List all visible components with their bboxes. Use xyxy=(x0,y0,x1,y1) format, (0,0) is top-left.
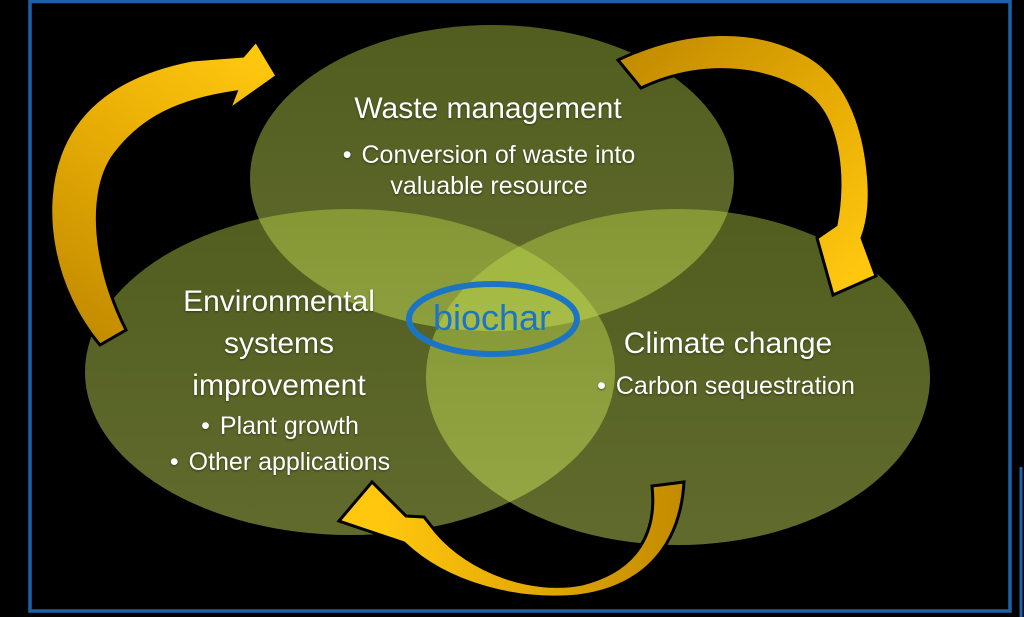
bullet-dot: • xyxy=(201,412,210,440)
waste-management-title: Waste management xyxy=(354,92,622,125)
biochar-ring xyxy=(406,281,580,357)
biochar-label: biochar xyxy=(432,297,552,338)
cycle-arrow-top-left xyxy=(49,38,280,347)
other-applications-bullet: • Other applications xyxy=(130,444,430,480)
bullet-dot: • xyxy=(597,372,606,400)
waste-management-bullet: • Conversion of waste into valuable resou… xyxy=(321,140,657,202)
environmental-systems-title: Environmental systems improvement xyxy=(183,285,375,402)
bullet-dot: • xyxy=(169,448,179,476)
plant-growth-bullet-text: Plant growth xyxy=(219,412,359,440)
plant-growth-bullet: • Plant growth xyxy=(130,408,430,444)
cycle-arrow-bottom xyxy=(336,479,686,599)
bullet-dot: • xyxy=(342,141,352,169)
other-applications-bullet-text: Other applications xyxy=(188,448,391,476)
climate-change-bullet: • Carbon sequestration xyxy=(597,371,855,402)
environmental-systems-bullets: • Plant growth • Other applications xyxy=(130,408,430,480)
climate-change-bullet-text: Carbon sequestration xyxy=(615,372,855,400)
cycle-arrow-top-right xyxy=(615,33,878,298)
frame-border xyxy=(28,0,1012,613)
waste-management-bullet-text: Conversion of waste into valuable resour… xyxy=(361,141,636,200)
climate-change-title: Climate change xyxy=(623,327,833,360)
